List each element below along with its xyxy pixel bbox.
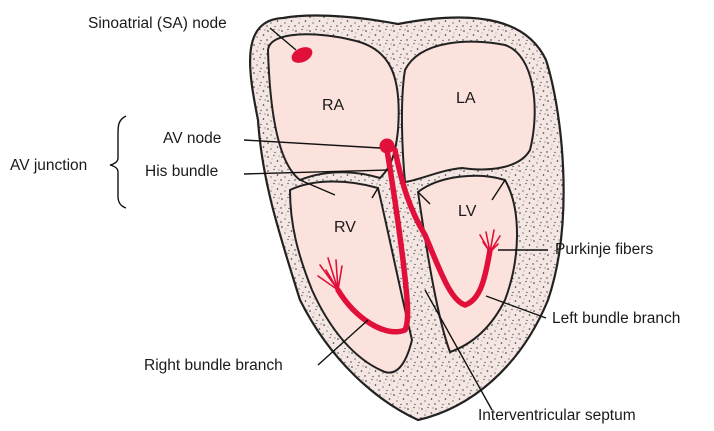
label-right-bundle-branch: Right bundle branch [144,357,283,374]
label-ra: RA [322,97,345,114]
label-av-node: AV node [163,130,221,147]
label-rv: RV [334,219,356,236]
label-sa-node: Sinoatrial (SA) node [88,15,227,32]
label-purkinje-fibers: Purkinje fibers [555,241,653,258]
label-left-bundle-branch: Left bundle branch [552,310,680,327]
label-la: LA [456,90,476,107]
label-his-bundle: His bundle [145,163,218,180]
label-interventricular-septum: Interventricular septum [478,407,636,424]
label-lv: LV [458,203,477,220]
left-atrium-cavity [402,42,535,182]
label-av-junction: AV junction [10,157,87,174]
av-junction-bracket [110,116,126,208]
